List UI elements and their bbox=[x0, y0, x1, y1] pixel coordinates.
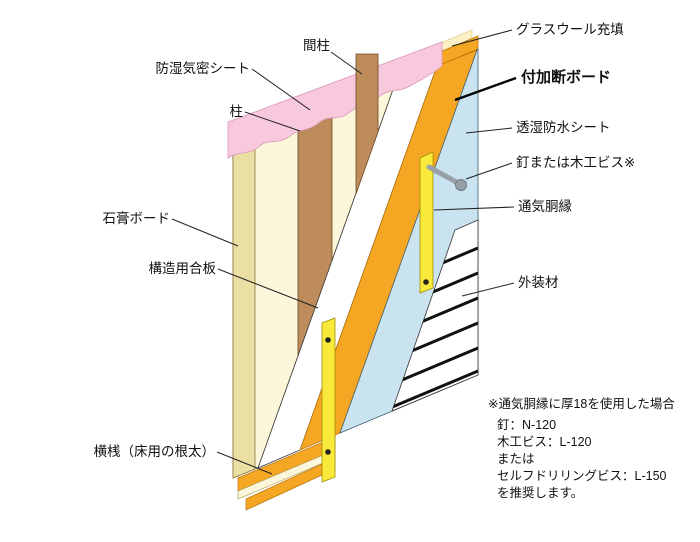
leader-glass-wool bbox=[451, 29, 513, 47]
label-waterproof-sheet: 透湿防水シート bbox=[516, 120, 611, 135]
footnote-line-6: を推奨します。 bbox=[497, 486, 583, 500]
footnote-line-1: ※通気胴縁に厚18を使用した場合 bbox=[488, 396, 675, 411]
leader-nail-screw bbox=[465, 162, 513, 180]
furring-strip-upper bbox=[419, 151, 434, 294]
label-furring-strip: 通気胴縁 bbox=[518, 199, 572, 214]
screw-head bbox=[455, 179, 467, 191]
footnote-line-3: 木工ビス：L-120 bbox=[497, 435, 592, 449]
label-nail-screw: 釘または木工ビス※ bbox=[516, 154, 635, 170]
label-vapor-barrier: 防湿気密シート bbox=[156, 60, 251, 76]
labels: グラスウール充填 付加断ボード 透湿防水シート 釘または木工ビス※ 通気胴縁 外… bbox=[94, 22, 636, 459]
leader-lines bbox=[171, 29, 517, 475]
footnote-line-2: 釘：N-120 bbox=[497, 417, 556, 432]
gypsum-board-edge bbox=[232, 142, 256, 479]
leader-waterproof-sheet bbox=[465, 127, 513, 134]
label-bottom-rail: 横桟（床用の根太） bbox=[94, 444, 216, 459]
stud-column bbox=[355, 53, 379, 195]
fastener-dot bbox=[325, 337, 331, 343]
leader-bottom-rail bbox=[216, 451, 273, 475]
label-glass-wool: グラスウール充填 bbox=[516, 22, 624, 37]
leader-stud bbox=[330, 51, 363, 75]
leader-furring-strip bbox=[433, 206, 515, 211]
label-stud: 間柱 bbox=[303, 38, 330, 53]
leader-insulation-board bbox=[454, 76, 517, 102]
fastener-dot bbox=[423, 279, 429, 285]
label-insulation-board: 付加断ボード bbox=[521, 68, 611, 86]
bottom-rails bbox=[237, 436, 336, 511]
fastener-dots bbox=[325, 279, 429, 455]
screw-graphic bbox=[426, 164, 467, 191]
leader-vapor-barrier bbox=[251, 68, 311, 111]
leader-post bbox=[244, 111, 301, 132]
label-gypsum-board: 石膏ボード bbox=[103, 210, 171, 226]
label-plywood: 構造用合板 bbox=[149, 261, 217, 276]
leader-plywood bbox=[217, 268, 319, 309]
furring-strip-lower bbox=[321, 317, 336, 483]
vapor-barrier-sheet bbox=[227, 41, 443, 159]
footnote-line-5: セルフドリリングビス：L-150 bbox=[497, 469, 667, 483]
footnote-line-4: または bbox=[497, 452, 535, 466]
label-post: 柱 bbox=[230, 104, 244, 119]
leader-gypsum-board bbox=[171, 218, 239, 247]
screw-shaft bbox=[426, 164, 461, 186]
fastener-dot bbox=[325, 449, 331, 455]
label-siding: 外装材 bbox=[518, 275, 559, 290]
leader-siding bbox=[461, 282, 515, 297]
footnote: ※通気胴縁に厚18を使用した場合 釘：N-120 木工ビス：L-120 または … bbox=[488, 396, 675, 500]
